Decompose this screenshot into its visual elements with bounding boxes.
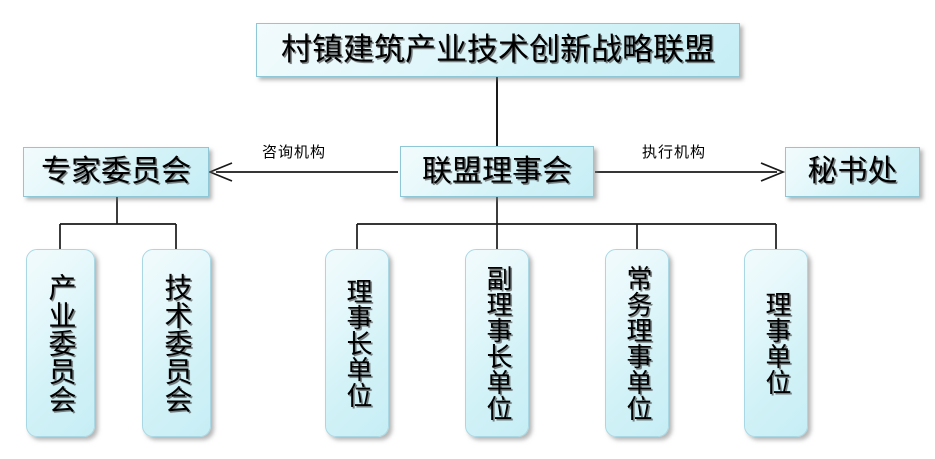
- node-alliance-title-label: 村镇建筑产业技术创新战略联盟: [281, 31, 715, 68]
- node-technology-committee-label: 技术委员会: [160, 273, 194, 413]
- node-secretariat-label: 秘书处: [807, 154, 898, 189]
- node-executive-director-unit[interactable]: 常务理事单位: [605, 249, 669, 437]
- node-technology-committee[interactable]: 技术委员会: [142, 249, 211, 437]
- node-industry-committee[interactable]: 产业委员会: [26, 249, 95, 437]
- node-director-unit[interactable]: 理事单位: [744, 249, 808, 437]
- node-executive-director-unit-label: 常务理事单位: [622, 265, 652, 421]
- node-expert-committee[interactable]: 专家委员会: [23, 147, 209, 197]
- node-secretariat[interactable]: 秘书处: [785, 147, 920, 197]
- node-alliance-council[interactable]: 联盟理事会: [400, 146, 594, 197]
- node-expert-committee-label: 专家委员会: [41, 154, 191, 189]
- node-vice-chairman-unit[interactable]: 副理事长单位: [465, 249, 529, 437]
- edge-label-consulting-body: 咨询机构: [262, 143, 327, 161]
- node-vice-chairman-unit-label: 副理事长单位: [482, 265, 512, 421]
- node-alliance-title[interactable]: 村镇建筑产业技术创新战略联盟: [256, 23, 740, 77]
- edge-label-executive-body: 执行机构: [642, 143, 707, 161]
- node-chairman-unit-label: 理事长单位: [342, 278, 372, 408]
- node-industry-committee-label: 产业委员会: [44, 273, 78, 413]
- node-chairman-unit[interactable]: 理事长单位: [325, 249, 389, 437]
- arrowhead-left-icon: [207, 162, 233, 182]
- node-director-unit-label: 理事单位: [761, 291, 791, 395]
- node-alliance-council-label: 联盟理事会: [422, 153, 572, 189]
- arrowhead-right-icon: [760, 162, 786, 182]
